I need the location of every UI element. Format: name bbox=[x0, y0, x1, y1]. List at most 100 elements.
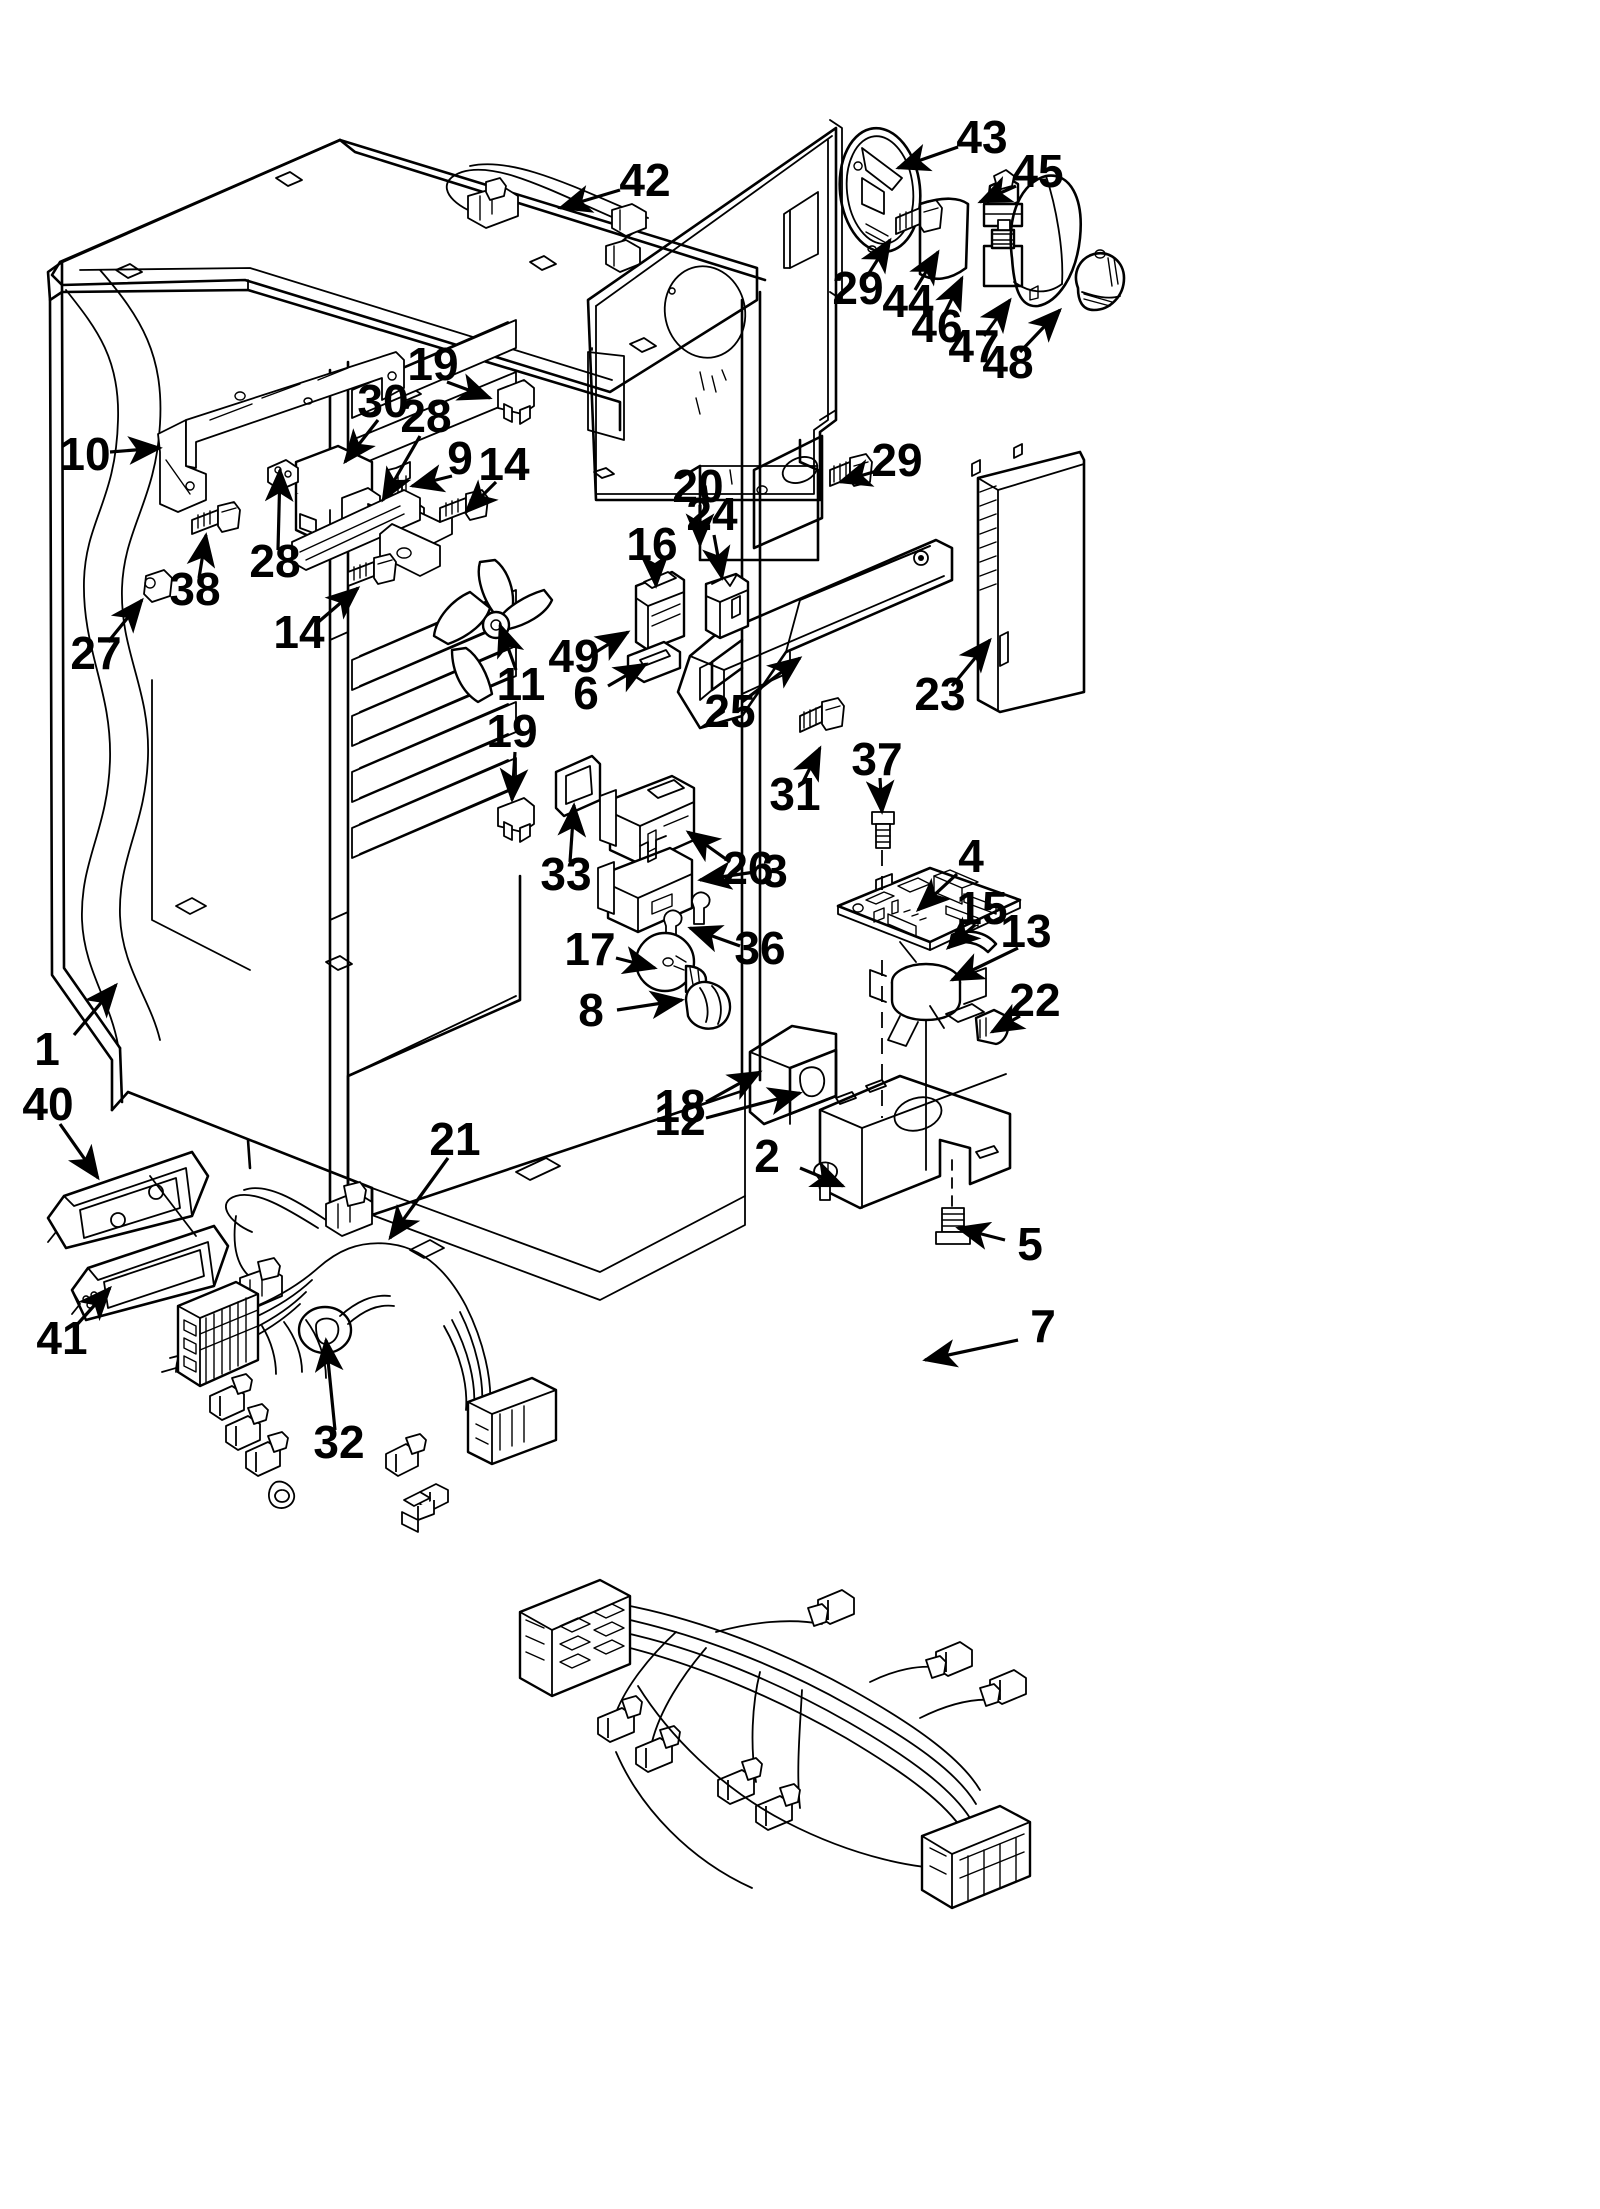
callout-41: 41 bbox=[36, 1285, 112, 1364]
callout-leader-36 bbox=[687, 925, 741, 953]
control-bezel-33 bbox=[554, 754, 602, 818]
light-bulb-46 bbox=[982, 219, 1024, 288]
callout-19: 19 bbox=[407, 338, 493, 401]
callout-36: 36 bbox=[687, 922, 786, 974]
lamp-socket-8 bbox=[684, 980, 732, 1030]
callout-15: 15 bbox=[945, 882, 1008, 950]
callout-leader-46 bbox=[935, 275, 964, 316]
callout-47: 47 bbox=[948, 297, 1012, 372]
callout-number-15: 15 bbox=[956, 882, 1007, 934]
callout-number-14b: 14 bbox=[478, 438, 530, 490]
callout-leader-15 bbox=[945, 916, 982, 950]
callout-number-8: 8 bbox=[578, 984, 604, 1036]
callout-17: 17 bbox=[564, 923, 658, 975]
callout-leader-27 bbox=[106, 597, 144, 644]
callout-number-31: 31 bbox=[769, 768, 820, 820]
callout-number-3: 3 bbox=[762, 845, 788, 897]
callout-18: 18 bbox=[654, 1070, 763, 1132]
terminal-base-49 bbox=[626, 640, 682, 684]
callout-1: 1 bbox=[34, 982, 118, 1075]
callout-leader-12 bbox=[705, 1087, 803, 1120]
callout-6: 6 bbox=[573, 662, 649, 719]
callout-number-42: 42 bbox=[619, 154, 670, 206]
callout-number-45: 45 bbox=[1012, 145, 1063, 197]
callout-number-25: 25 bbox=[704, 685, 755, 737]
callout-leader-14b bbox=[463, 479, 499, 515]
callout-2: 2 bbox=[754, 1130, 846, 1188]
callout-25: 25 bbox=[704, 656, 803, 737]
liner-wiring-harness-21 bbox=[161, 1181, 558, 1533]
screw-29b bbox=[829, 453, 873, 487]
callout-leader-9 bbox=[409, 464, 453, 493]
callout-number-12: 12 bbox=[654, 1093, 705, 1145]
callout-leader-8 bbox=[616, 990, 685, 1020]
terminal-block-16 bbox=[634, 570, 686, 652]
evaporator-fan-blade-11 bbox=[432, 558, 554, 704]
callout-42: 42 bbox=[557, 154, 671, 213]
lens-cover-47 bbox=[1009, 174, 1082, 308]
callout-leader-49 bbox=[593, 630, 631, 662]
callout-number-41: 41 bbox=[36, 1312, 87, 1364]
callout-number-30: 30 bbox=[357, 375, 408, 427]
callout-32: 32 bbox=[313, 1337, 365, 1468]
callout-leader-28 bbox=[381, 435, 422, 503]
callout-number-11: 11 bbox=[497, 658, 546, 710]
callout-5: 5 bbox=[955, 1218, 1043, 1270]
callout-46: 46 bbox=[911, 275, 964, 352]
callout-leader-33 bbox=[557, 802, 587, 863]
callout-leader-19b bbox=[499, 751, 529, 803]
shelf-clip-19a bbox=[497, 379, 535, 425]
callout-leader-3 bbox=[697, 861, 756, 890]
callout-14: 14 bbox=[273, 586, 361, 658]
callout-28b: 28 bbox=[249, 467, 301, 587]
callout-number-20: 20 bbox=[672, 460, 723, 512]
callout-number-48: 48 bbox=[982, 336, 1033, 388]
callout-leader-1 bbox=[72, 982, 118, 1037]
callout-leader-47 bbox=[979, 297, 1012, 337]
callout-number-36: 36 bbox=[734, 922, 785, 974]
callout-leader-11 bbox=[497, 622, 525, 671]
callout-number-29b: 29 bbox=[871, 434, 922, 486]
callout-30: 30 bbox=[343, 375, 409, 465]
harness-main-plug-21 bbox=[176, 1280, 260, 1388]
callout-44: 44 bbox=[882, 249, 940, 327]
callout-number-28: 28 bbox=[400, 390, 451, 442]
callout-leader-45 bbox=[977, 175, 1017, 204]
callout-leader-43 bbox=[895, 143, 959, 172]
callout-number-47: 47 bbox=[948, 320, 999, 372]
callout-number-40: 40 bbox=[22, 1078, 73, 1130]
callout-leader-7 bbox=[922, 1338, 1019, 1368]
callout-40: 40 bbox=[22, 1078, 100, 1181]
callout-leader-5 bbox=[955, 1221, 1006, 1250]
callout-number-29: 29 bbox=[832, 262, 883, 314]
callout-number-2: 2 bbox=[754, 1130, 780, 1182]
wire-retainer-24 bbox=[704, 572, 750, 640]
callout-leader-14 bbox=[314, 586, 361, 626]
callout-38: 38 bbox=[169, 532, 221, 615]
callout-29b: 29 bbox=[837, 434, 923, 487]
callout-number-46: 46 bbox=[911, 300, 962, 352]
harness-7-main-plug bbox=[518, 1578, 632, 1698]
callout-leader-4 bbox=[915, 872, 959, 912]
inner-rear-panel-20 bbox=[678, 438, 820, 562]
screw-14b bbox=[347, 553, 397, 587]
push-pin-36b bbox=[691, 891, 711, 925]
air-duct-cover-23 bbox=[971, 443, 1086, 714]
jumper-wire-42 bbox=[445, 163, 649, 273]
callout-leader-42 bbox=[557, 185, 621, 213]
callout-number-13: 13 bbox=[1000, 905, 1051, 957]
plug-button-27 bbox=[143, 569, 173, 603]
callout-49: 49 bbox=[548, 630, 631, 682]
callout-leader-10 bbox=[109, 436, 163, 465]
main-wiring-harness-7 bbox=[518, 1578, 1032, 1910]
callout-number-9: 9 bbox=[447, 432, 473, 484]
shelf-clip-19b bbox=[497, 797, 535, 843]
callout-leader-24 bbox=[702, 534, 731, 581]
callout-number-4: 4 bbox=[958, 830, 984, 882]
callout-leader-38 bbox=[186, 532, 216, 579]
callout-number-32: 32 bbox=[313, 1416, 364, 1468]
screw-31 bbox=[799, 697, 845, 733]
callout-number-14: 14 bbox=[273, 606, 325, 658]
